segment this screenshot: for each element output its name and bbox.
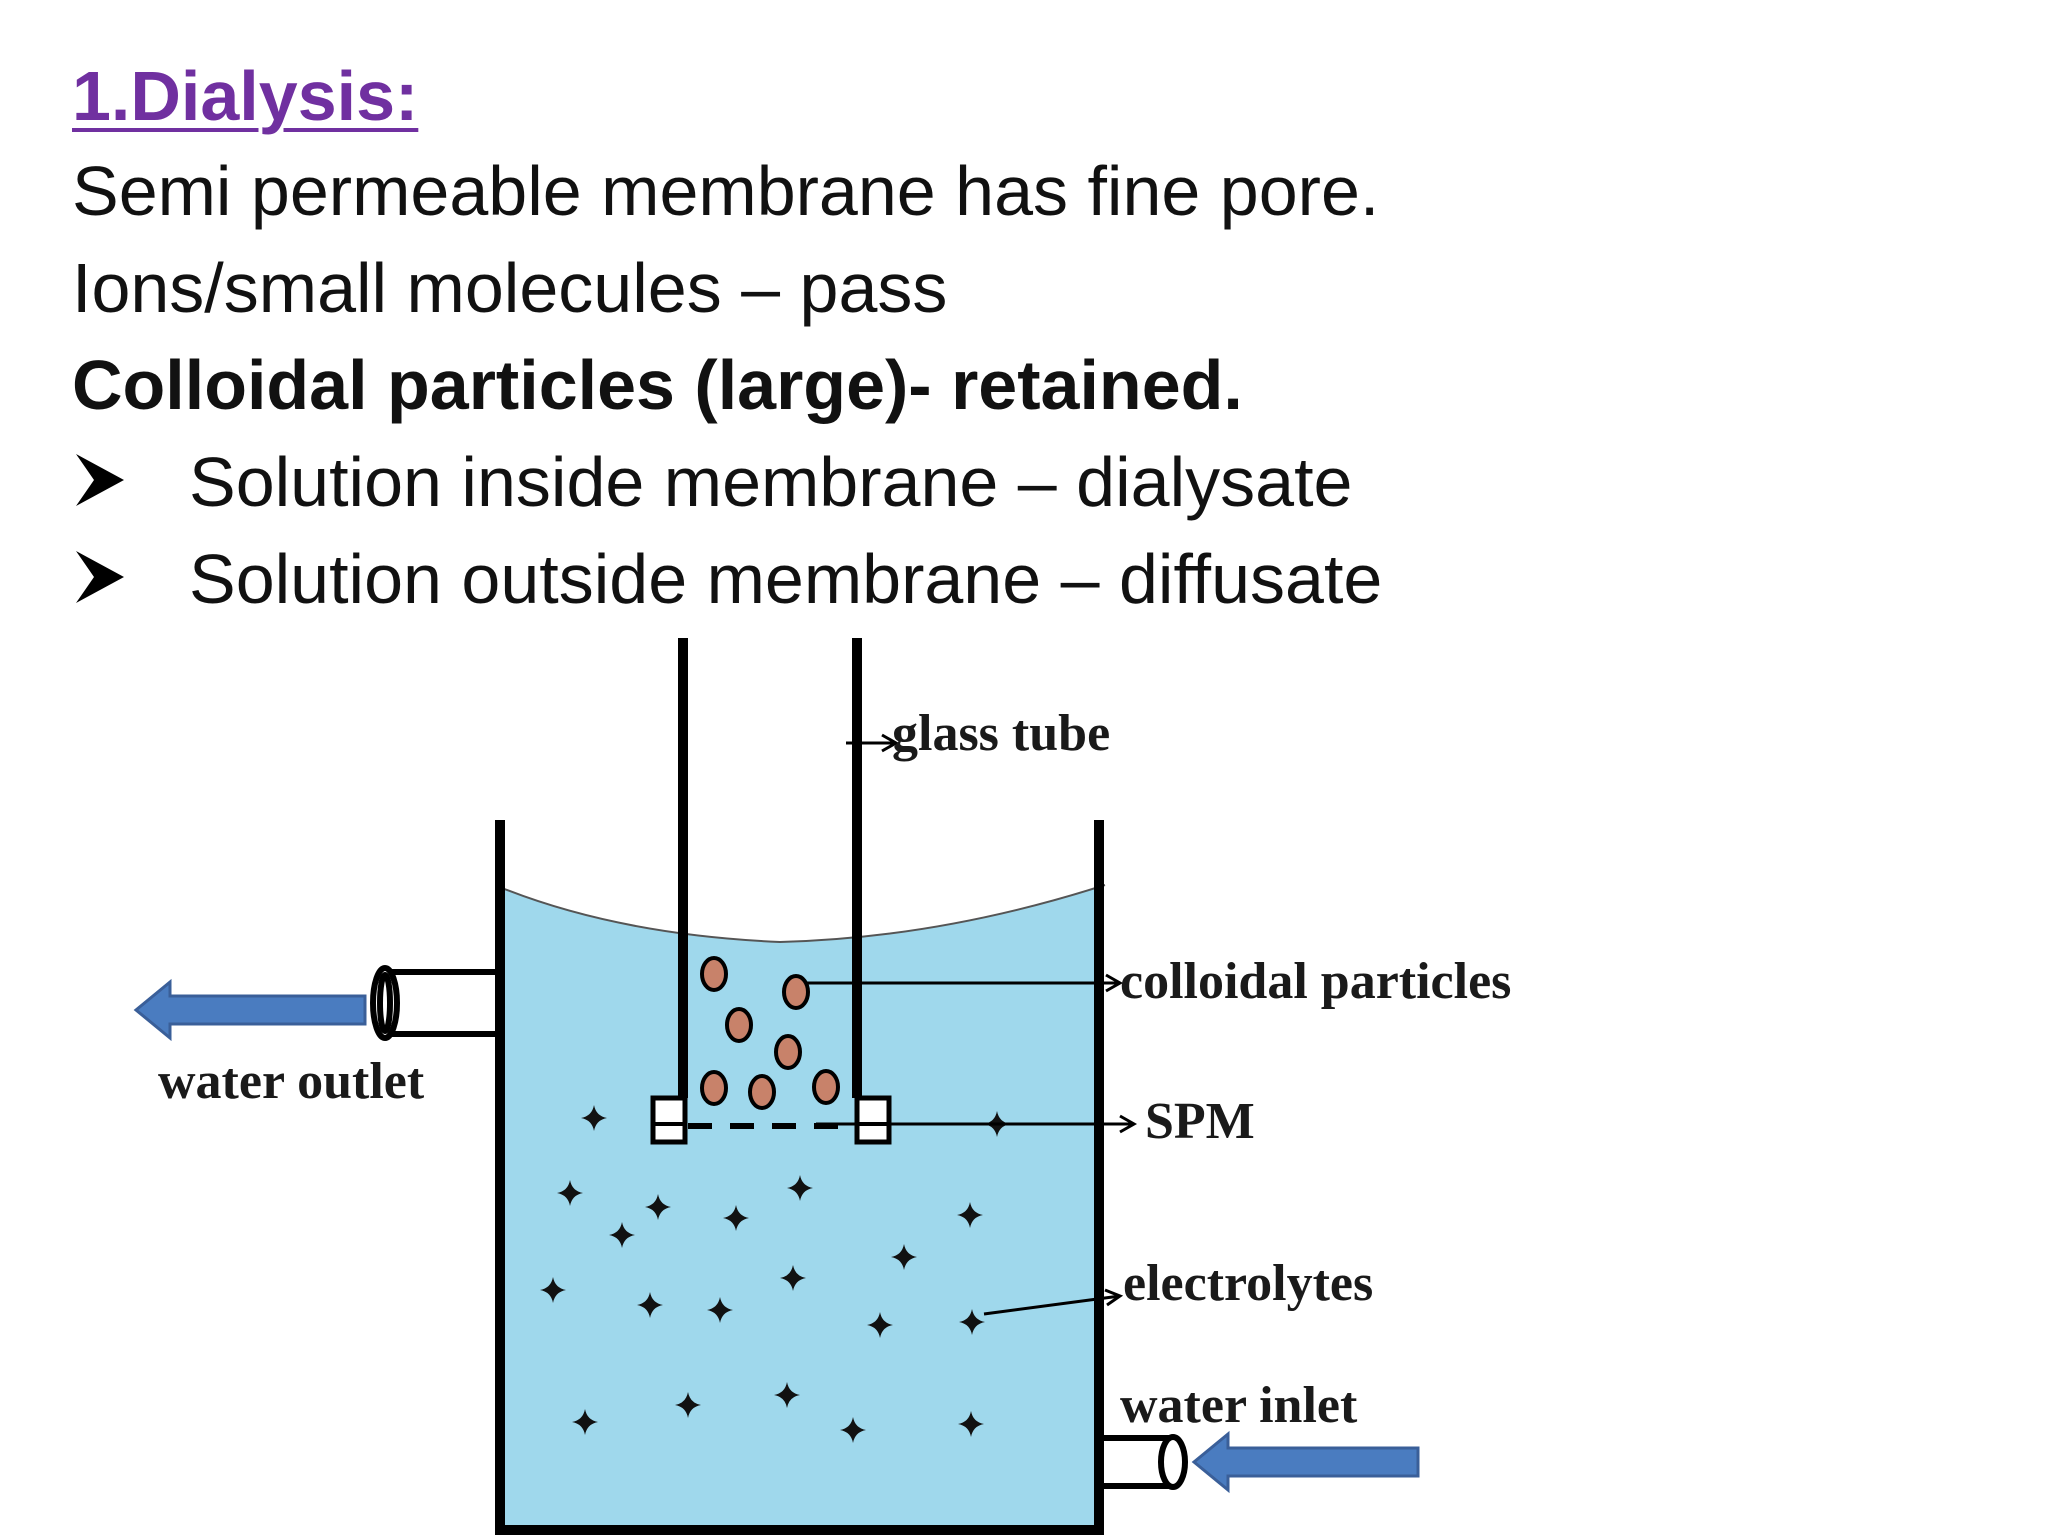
bullet-text: Solution inside membrane – dialysate [189,443,1353,521]
outlet-pipe [370,965,498,1041]
arrowhead-bullet-icon [76,454,124,506]
membrane-clamp-right [854,1095,892,1145]
bullet-text: Solution outside membrane – diffusate [189,540,1383,618]
text-line-ions: Ions/small molecules – pass [72,249,948,327]
dialysis-diagram: glass tube colloidal particles SPM elect… [133,638,1511,1535]
label-colloidal-particles: colloidal particles [1120,953,1511,1010]
slide-title: 1.Dialysis: [72,57,419,135]
membrane-clamp-left [650,1095,688,1145]
arrowhead-bullet-icon [76,551,124,603]
label-spm: SPM [1145,1093,1255,1150]
outlet-arrow [133,978,367,1042]
water [502,887,1100,1527]
inlet-arrow [1191,1430,1420,1494]
text-line-colloidal: Colloidal particles (large)- retained. [72,346,1243,424]
label-water-outlet: water outlet [158,1053,425,1110]
label-water-inlet: water inlet [1120,1377,1358,1434]
colloidal-particles [700,956,840,1110]
label-pointers [806,733,1138,1316]
inlet-pipe [1101,1434,1188,1490]
vessel [495,820,1104,1535]
label-glass-tube: glass tube [892,705,1110,762]
label-electrolytes: electrolytes [1123,1255,1373,1312]
text-line-membrane: Semi permeable membrane has fine pore. [72,152,1380,230]
